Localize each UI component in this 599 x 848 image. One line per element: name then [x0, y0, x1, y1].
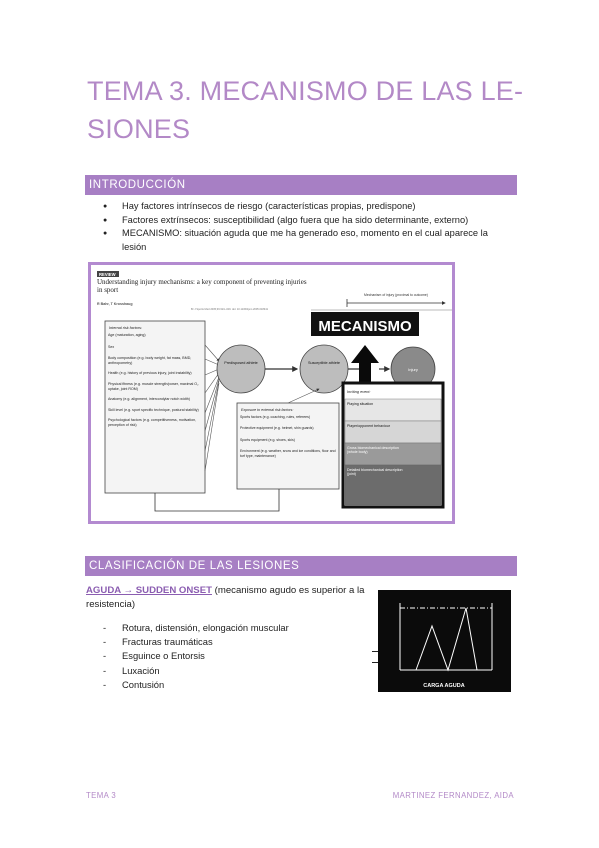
internal-risk-box: [104, 320, 206, 494]
inciting-row-4: [344, 464, 442, 506]
mechanism-label: Mechanism of injury (proximal to outcome…: [364, 293, 428, 297]
predisposed-label-holder: Predisposed athlete: [224, 361, 258, 365]
carga-aguda-plot: CARGA AGUDA: [399, 603, 493, 689]
internal-risk-item: Health (e.g. history of previous injury,…: [108, 371, 192, 376]
bullet-item: MECANISMO: situación aguda que me ha gen…: [100, 227, 510, 254]
bullet-item: Hay factores intrínsecos de riesgo (cara…: [100, 200, 510, 214]
section-heading-clasificacion: CLASIFICACIÓN DE LAS LESIONES: [85, 556, 517, 576]
external-risk-item: Environment (e.g. weather, snow and ice …: [240, 449, 336, 458]
external-risk-item: Protective equipment (e.g. helmet, shin …: [240, 426, 314, 431]
inciting-item-holder: Player/opponent behaviour: [347, 424, 390, 428]
inciting-item: Detailed biomechanical description (join…: [347, 468, 403, 477]
figure-authors: R Bahr, T Krosshaug: [97, 302, 133, 306]
injury-type-list: Rotura, distensión, elongación muscular …: [103, 621, 289, 692]
inciting-item-holder: Detailed biomechanical description (join…: [347, 468, 403, 477]
footer-left: TEMA 3: [86, 791, 117, 800]
bottom-bracket: [154, 489, 280, 512]
review-tag-box: [97, 271, 119, 277]
internal-risk-list-holder: Age (maturation, aging) Sex Body composi…: [108, 333, 199, 427]
figure-citation: Br J Sports Med 2005;39:324–329. doi: 10…: [191, 307, 269, 311]
inciting-event-heading: Inciting event:: [347, 390, 370, 394]
internal-risk-item: Body composition (e.g. body weight, fat …: [108, 356, 192, 365]
inciting-item: Gross biomechanical description (whole b…: [347, 446, 399, 455]
inciting-item: Playing situation: [347, 402, 374, 406]
graph-axis-tick: [372, 662, 379, 663]
graph-load-peaks: [415, 607, 478, 672]
list-item: Luxación: [103, 664, 289, 678]
figure-heading: Understanding injury mechanisms: a key c…: [97, 278, 307, 294]
susceptible-label-holder: Susceptible athlete: [307, 361, 341, 365]
external-risk-box: [236, 402, 340, 490]
list-item: Esguince o Entorsis: [103, 649, 289, 663]
review-tag: REVIEW: [99, 272, 116, 277]
internal-risk-item: Age (maturation, aging): [108, 333, 146, 337]
section-heading-introduccion: INTRODUCCIÓN: [85, 175, 517, 195]
arrow-external-to-susceptible: [287, 388, 320, 404]
external-risk-item: Sports factors (e.g. coaching, rules, re…: [240, 415, 311, 419]
mecanismo-banner-box: [311, 312, 419, 336]
internal-risk-item: Anatomy (e.g. alignment, intercondylar n…: [108, 397, 190, 402]
bullet-item: Factores extrínsecos: susceptibilidad (a…: [100, 214, 510, 228]
list-item: Contusión: [103, 678, 289, 692]
aguda-description-text: (mecanismo agudo es superior a la resist…: [86, 585, 365, 610]
internal-risk-heading: Internal risk factors:: [109, 326, 142, 330]
predisposed-athlete-label: Predisposed athlete: [224, 361, 258, 365]
internal-risk-item: Skill level (e.g. sport specific techniq…: [108, 407, 199, 412]
footer-right: MARTINEZ FERNANDEZ, AIDA: [392, 791, 514, 800]
carga-aguda-graph: CARGA AGUDA: [378, 590, 511, 692]
aguda-link[interactable]: AGUDA → SUDDEN ONSET: [86, 585, 212, 596]
big-up-arrow: [351, 345, 379, 383]
internal-factor-arrows: [204, 344, 220, 472]
mecanismo-banner: MECANISMO: [318, 318, 412, 335]
internal-risk-item: Sex: [108, 344, 115, 349]
list-item: Rotura, distensión, elongación muscular: [103, 621, 289, 635]
inciting-item-holder: Gross biomechanical description (whole b…: [347, 446, 399, 455]
internal-risk-item: Psychological factors (e.g. competitiven…: [108, 418, 197, 427]
external-risk-heading: Exposure to external risk factors:: [241, 408, 293, 412]
graph-caption: CARGA AGUDA: [423, 683, 464, 689]
susceptible-athlete-label: Susceptible athlete: [307, 361, 341, 365]
internal-risk-item: Physical fitness (e.g. muscle strength/p…: [108, 381, 199, 391]
inciting-item: Player/opponent behaviour: [347, 424, 390, 428]
page-title: TEMA 3. MECANISMO DE LAS LE-SIONES: [87, 76, 524, 144]
external-risk-item: Sports equipment (e.g. shoes, skis): [240, 437, 295, 442]
figure-diagram: REVIEW Understanding injury mechanisms: …: [97, 271, 452, 512]
header-rule: [311, 309, 452, 311]
injury-label: Injury: [408, 367, 418, 372]
injury-mechanism-figure: REVIEW Understanding injury mechanisms: …: [88, 262, 455, 524]
intro-bullet-list: Hay factores intrínsecos de riesgo (cara…: [100, 200, 510, 254]
graph-axis-tick: [372, 651, 379, 652]
aguda-description: AGUDA → SUDDEN ONSET (mecanismo agudo es…: [86, 584, 374, 611]
list-item: Fracturas traumáticas: [103, 635, 289, 649]
inciting-item-holder: Playing situation: [347, 402, 374, 406]
external-risk-list-holder: Sports factors (e.g. coaching, rules, re…: [240, 415, 336, 458]
figure-heading-holder: Understanding injury mechanisms: a key c…: [97, 278, 307, 294]
